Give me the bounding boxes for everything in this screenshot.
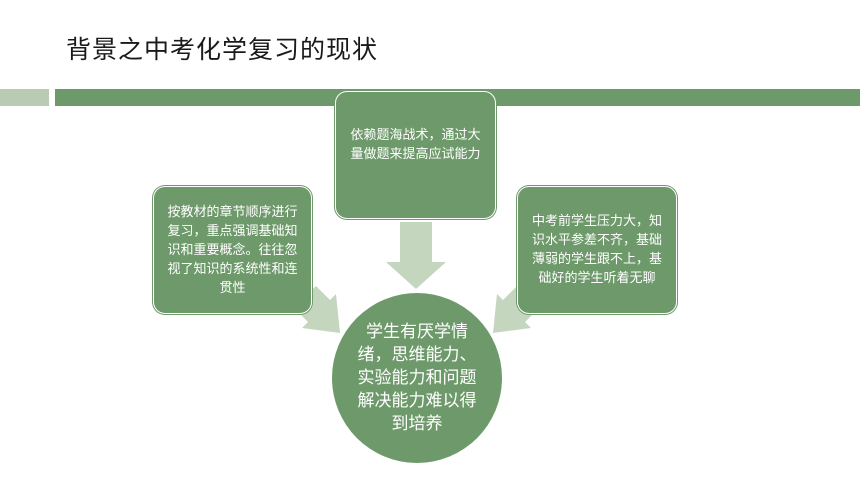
- right-box-text: 中考前学生压力大，知识水平参差不齐，基础薄弱的学生跟不上，基础好的学生听着无聊: [531, 214, 662, 286]
- arrow-down: [386, 222, 446, 289]
- left-box: 按教材的章节顺序进行复习，重点强调基础知识和重要概念。往往忽视了知识的系统性和连…: [153, 186, 312, 314]
- slide-title: 背景之中考化学复习的现状: [66, 35, 379, 64]
- top-box: 依赖题海战术，通过大量做题来提高应试能力: [335, 91, 496, 219]
- right-box: 中考前学生压力大，知识水平参差不齐，基础薄弱的学生跟不上，基础好的学生听着无聊: [517, 186, 677, 314]
- center-circle: 学生有厌学情绪，思维能力、实验能力和问题解决能力难以得到培养: [332, 293, 502, 463]
- left-box-text: 按教材的章节顺序进行复习，重点强调基础知识和重要概念。往往忽视了知识的系统性和连…: [167, 204, 298, 296]
- top-box-text: 依赖题海战术，通过大量做题来提高应试能力: [350, 128, 481, 162]
- header-bar-left: [0, 89, 49, 106]
- center-circle-text: 学生有厌学情绪，思维能力、实验能力和问题解决能力难以得到培养: [357, 321, 477, 434]
